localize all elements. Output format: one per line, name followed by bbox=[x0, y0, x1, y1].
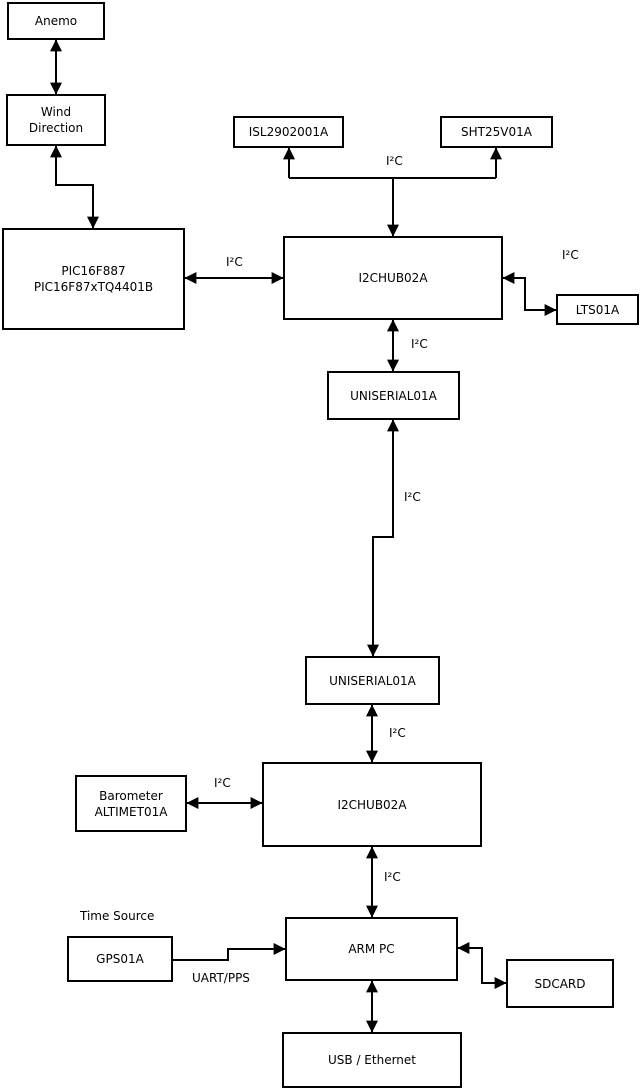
edge-label-sensors-bus: I²C bbox=[386, 154, 403, 168]
node-uniserial01a-upper: UNISERIAL01A bbox=[327, 371, 460, 420]
node-arm-pc: ARM PC bbox=[285, 917, 458, 981]
node-sht25v01a-label: SHT25V01A bbox=[461, 125, 532, 139]
node-gps01a: GPS01A bbox=[67, 936, 173, 982]
edge-label-gps-armpc: UART/PPS bbox=[192, 971, 250, 985]
node-lts01a: LTS01A bbox=[556, 294, 639, 325]
node-i2chub02a-bottom-label: I2CHUB02A bbox=[337, 797, 407, 812]
node-lts01a-label: LTS01A bbox=[575, 302, 620, 317]
node-sht25v01a: SHT25V01A bbox=[440, 116, 553, 148]
edge-label-barometer-hub2: I²C bbox=[214, 776, 231, 790]
edge-hub1-lts bbox=[502, 272, 557, 316]
node-i2chub02a-top-label: I2CHUB02A bbox=[358, 271, 428, 285]
node-pic16f887: PIC16F887 PIC16F87xTQ4401B bbox=[2, 228, 185, 330]
node-i2chub02a-top: I2CHUB02A bbox=[283, 236, 503, 320]
edge-label-uniserial2-hub2: I²C bbox=[389, 726, 406, 740]
node-uniserial01a-lower-label: UNISERIAL01A bbox=[329, 673, 416, 688]
edge-label-pic-hub1: I²C bbox=[226, 255, 243, 269]
node-usb-ethernet-label: USB / Ethernet bbox=[328, 1053, 416, 1067]
node-isl2902001a-label: ISL2902001A bbox=[248, 125, 329, 139]
edge-label-uniserial-link: I²C bbox=[404, 490, 421, 504]
node-barometer-altimet01a: Barometer ALTIMET01A bbox=[75, 775, 187, 832]
edge-label-hub1-lts: I²C bbox=[562, 248, 579, 262]
edge-label-hub2-armpc: I²C bbox=[384, 870, 401, 884]
node-uniserial01a-lower: UNISERIAL01A bbox=[305, 656, 440, 705]
edge-gps-armpc bbox=[173, 943, 286, 961]
node-usb-ethernet: USB / Ethernet bbox=[282, 1032, 462, 1088]
node-sdcard: SDCARD bbox=[506, 959, 614, 1008]
edge-label-hub1-uniserial1: I²C bbox=[411, 337, 428, 351]
node-wind-direction: Wind Direction bbox=[6, 94, 106, 146]
node-barometer-line1: Barometer bbox=[99, 788, 163, 803]
edge-armpc-sdcard bbox=[457, 942, 507, 989]
node-sdcard-label: SDCARD bbox=[534, 976, 586, 991]
node-barometer-line2: ALTIMET01A bbox=[94, 804, 168, 819]
node-gps01a-label: GPS01A bbox=[96, 952, 144, 966]
edge-uniserial1-uniserial2 bbox=[367, 419, 399, 657]
node-pic16f887-line2: PIC16F87xTQ4401B bbox=[33, 280, 154, 294]
node-wind-direction-line1: Wind bbox=[40, 105, 72, 119]
edge-wind-pic bbox=[50, 145, 99, 229]
node-anemo-label: Anemo bbox=[34, 14, 78, 28]
node-arm-pc-label: ARM PC bbox=[348, 942, 395, 956]
node-wind-direction-line2: Direction bbox=[28, 121, 84, 135]
node-i2chub02a-bottom: I2CHUB02A bbox=[262, 762, 482, 847]
annotation-time-source: Time Source bbox=[80, 909, 155, 923]
node-isl2902001a: ISL2902001A bbox=[233, 116, 344, 148]
node-uniserial01a-upper-label: UNISERIAL01A bbox=[350, 388, 437, 403]
node-anemo: Anemo bbox=[7, 2, 105, 40]
node-pic16f887-line1: PIC16F887 bbox=[61, 264, 126, 278]
